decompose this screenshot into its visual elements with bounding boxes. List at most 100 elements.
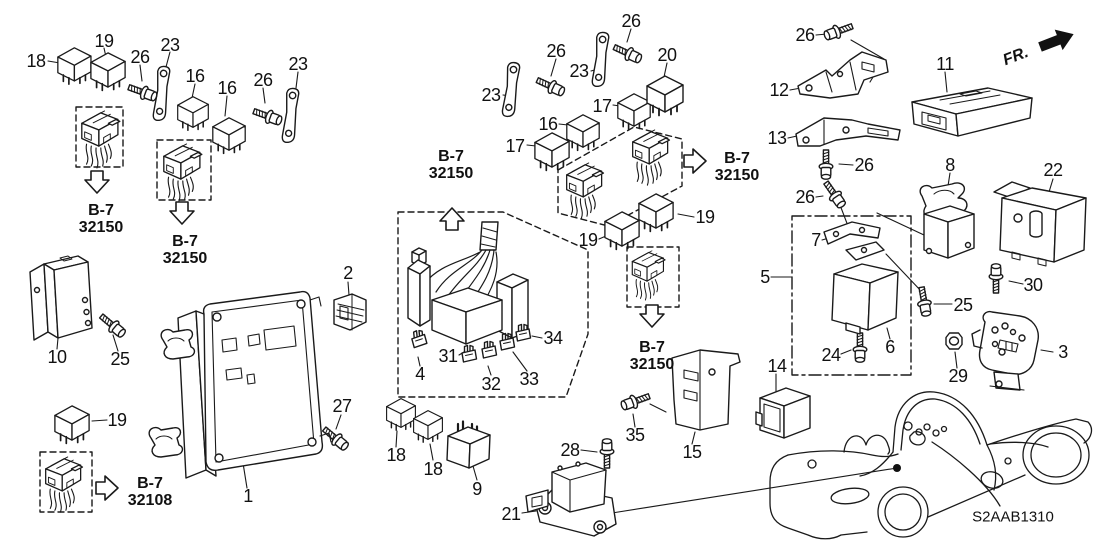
callout-7: 7: [811, 230, 821, 250]
relay-connector-2: [163, 143, 203, 202]
arrow-down-2: [169, 201, 195, 225]
part-17-relay-a: [616, 92, 652, 131]
part-27-bolt: [319, 423, 352, 454]
ref-code: B-7: [438, 148, 464, 165]
part-18-relay-a: [57, 47, 92, 86]
part-16-relay-b: [211, 116, 247, 155]
ref-number: 32150: [629, 356, 675, 373]
callout-4: 4: [415, 364, 425, 384]
callout-19: 19: [578, 230, 598, 250]
callout-32: 32: [481, 374, 501, 394]
part-25-bolt-b: [914, 285, 935, 318]
callout-17: 17: [592, 96, 612, 116]
part-19-relay-a: [90, 52, 126, 92]
callout-23: 23: [569, 61, 589, 81]
ref-code: B-7: [724, 150, 750, 167]
callout-26: 26: [854, 155, 874, 175]
part-26-bolt-f: [818, 149, 834, 180]
callout-23: 23: [160, 35, 180, 55]
part-8-sensor: [919, 182, 975, 259]
connector-box-1: [75, 106, 124, 168]
part-1-engine-control-module: [148, 290, 332, 479]
callout-24: 24: [821, 345, 841, 365]
callout-28: 28: [560, 440, 580, 460]
callout-20: 20: [657, 45, 677, 65]
callout-10: 10: [47, 347, 67, 367]
callout-21: 21: [501, 504, 521, 524]
callout-25: 25: [110, 349, 130, 369]
callout-26: 26: [546, 41, 566, 61]
part-13-bracket: [795, 117, 901, 147]
part-24-bolt: [852, 332, 868, 363]
callout-19: 19: [695, 207, 715, 227]
part-14-control-unit: [755, 387, 811, 439]
ref-b7-32150-4: B-7 32150: [715, 150, 760, 184]
callout-31: 31: [438, 346, 458, 366]
taillight: [830, 487, 870, 505]
part-26-bolt-e: [821, 19, 856, 44]
callout-29: 29: [948, 366, 968, 386]
part-23-strap-c: [501, 61, 521, 118]
part-2-connector-block: [333, 293, 367, 331]
callout-23: 23: [288, 54, 308, 74]
harness-assembly: [407, 221, 529, 345]
ref-number: 32150: [428, 165, 474, 182]
ref-b7-32108: B-7 32108: [128, 475, 173, 509]
callout-23: 23: [481, 85, 501, 105]
part-26-bolt-a: [125, 80, 160, 105]
ref-b7-32150-2: B-7 32150: [163, 233, 208, 267]
callout-6: 6: [885, 337, 895, 357]
callout-26: 26: [621, 11, 641, 31]
ref-number: 32150: [714, 167, 760, 184]
connector-box-5: [557, 126, 683, 227]
part-17-relay-b: [534, 132, 570, 172]
ref-number: 32150: [162, 250, 208, 267]
callout-26: 26: [253, 70, 273, 90]
callout-30: 30: [1023, 275, 1043, 295]
callout-1: 1: [243, 486, 253, 506]
callout-16: 16: [185, 66, 205, 86]
callout-27: 27: [332, 396, 352, 416]
callout-11: 11: [936, 54, 954, 74]
part-26-bolt-c: [533, 73, 568, 100]
ref-code: B-7: [137, 475, 163, 492]
seats: [843, 434, 891, 455]
part-10-control-unit: [29, 255, 93, 341]
part-11-control-module: [911, 87, 1033, 137]
ref-number: 32150: [78, 219, 124, 236]
diagram-code: S2AAB1310: [972, 508, 1054, 526]
part-19-relay-d: [604, 211, 640, 251]
ref-b7-32150-1: B-7 32150: [79, 202, 124, 236]
part-26-bolt-g: [819, 177, 849, 212]
ref-code: B-7: [172, 233, 198, 250]
harness-box: [397, 211, 589, 398]
callout-17: 17: [505, 136, 525, 156]
part-31-clip: [461, 344, 478, 363]
callout-19: 19: [107, 410, 127, 430]
part-26-bolt-d: [610, 40, 645, 67]
callout-3: 3: [1058, 342, 1068, 362]
callout-2: 2: [343, 263, 353, 283]
bracket-assembly-5-outline: [791, 215, 912, 376]
part-19-relay-b: [54, 405, 90, 445]
arrow-down-3: [639, 304, 665, 328]
part-28-bolt: [599, 438, 615, 469]
part-22-control-unit: [993, 181, 1087, 267]
car-rear-body: [769, 454, 868, 540]
relay-connector-1: [81, 110, 121, 169]
callout-26: 26: [795, 25, 815, 45]
arrow-down-1: [84, 170, 110, 194]
ref-b7-32150-3: B-7 32150: [429, 148, 474, 182]
callout-26: 26: [130, 47, 150, 67]
connector-box-3: [39, 451, 93, 513]
car-illustration: [769, 391, 1093, 540]
callout-33: 33: [519, 369, 539, 389]
dashed-boxes: [39, 106, 683, 513]
callout-22: 22: [1043, 160, 1063, 180]
windshield: [892, 391, 991, 453]
part-21-sensor: [525, 461, 617, 537]
rear-wheel: [877, 486, 929, 538]
callout-25: 25: [953, 295, 973, 315]
